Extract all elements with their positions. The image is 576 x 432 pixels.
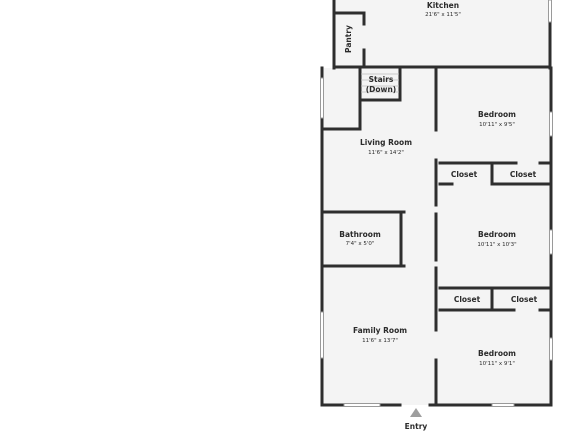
windows [320,0,553,407]
bedroom-3-dims: 10'11" x 9'1" [479,361,515,367]
stairs-label: Stairs [369,75,394,84]
family-room-label: Family Room [353,326,407,335]
bedroom-2-dims: 10'11" x 10'3" [477,242,516,248]
pantry-label: Pantry [344,25,353,53]
bathroom-dims: 7'4" x 5'0" [346,241,375,247]
bedroom-2-label: Bedroom [478,230,516,239]
bathroom-label: Bathroom [339,230,381,239]
entry-label: Entry [405,422,428,431]
living-room-dims: 11'6" x 14'2" [368,150,404,156]
family-room-dims: 11'6" x 13'7" [362,338,398,344]
bedroom-1-dims: 10'11" x 9'5" [479,122,515,128]
bedroom-1-label: Bedroom [478,110,516,119]
closet-1-label: Closet [451,170,478,179]
entry-arrow-icon [410,408,422,417]
stair-treads [361,73,399,93]
closet-3-label: Closet [454,295,481,304]
closet-4-label: Closet [511,295,538,304]
kitchen-dims: 21'6" x 11'5" [425,12,461,18]
closet-2-label: Closet [510,170,537,179]
bedroom-3-label: Bedroom [478,349,516,358]
living-room-label: Living Room [360,138,412,147]
kitchen-label: Kitchen [427,1,459,10]
stairs-label-sub: (Down) [366,85,397,94]
